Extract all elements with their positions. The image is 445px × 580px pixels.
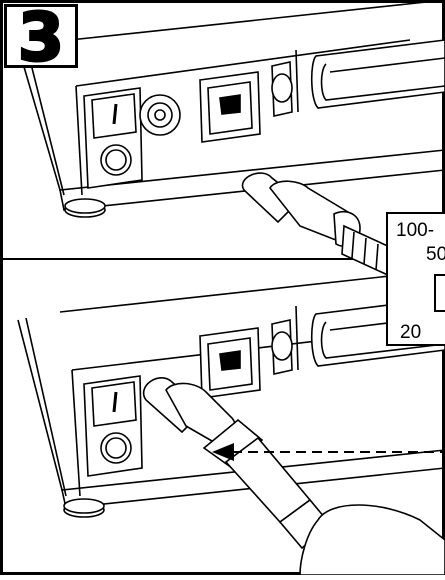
- power-label-icon: [434, 274, 445, 312]
- rating-label: 20: [400, 322, 422, 343]
- frequency-label: 50: [426, 244, 445, 265]
- step-number: 3: [17, 0, 66, 76]
- bottom-connected-plug: [142, 376, 445, 576]
- voltage-label: 100-: [396, 220, 435, 241]
- step-number-badge: 3: [4, 0, 78, 76]
- bottom-printer-back: [17, 269, 445, 518]
- top-power-plug: [241, 172, 393, 278]
- insertion-arrow-head: [212, 443, 234, 461]
- power-rating-label: 100- 50 20: [386, 212, 445, 346]
- top-printer-back: [21, 0, 445, 218]
